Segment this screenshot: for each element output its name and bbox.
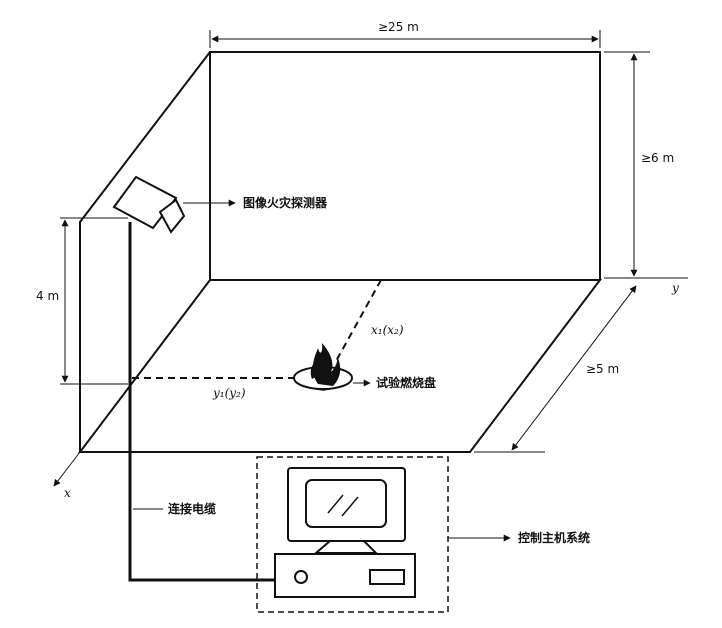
axis-x-label: x bbox=[64, 486, 71, 500]
room-structure bbox=[77, 51, 603, 453]
cable-label: 连接电缆 bbox=[168, 501, 216, 516]
pos-x-label: x₁(x₂) bbox=[371, 323, 404, 337]
position-line-x bbox=[334, 279, 382, 364]
control-system-box bbox=[256, 456, 449, 613]
floor bbox=[77, 279, 603, 453]
axis-y-label: y bbox=[671, 281, 679, 295]
width-dimension bbox=[209, 30, 601, 48]
control-label: 控制主机系统 bbox=[518, 530, 590, 545]
pos-y-label: y₁(y₂) bbox=[212, 386, 246, 400]
height-dimension bbox=[604, 51, 688, 279]
detector-label: 图像火灾探测器 bbox=[243, 195, 328, 210]
axis-x-arrow bbox=[53, 451, 81, 487]
side-wall bbox=[79, 51, 211, 452]
back-wall bbox=[209, 51, 601, 280]
width-label: ≥25 m bbox=[378, 20, 419, 34]
monitor-icon bbox=[287, 467, 406, 554]
flame-icon bbox=[310, 343, 341, 386]
height-label: ≥6 m bbox=[641, 151, 674, 165]
depth-label: ≥5 m bbox=[586, 362, 619, 376]
tray-label: 试验燃烧盘 bbox=[376, 375, 436, 390]
computer-case-icon bbox=[274, 553, 416, 598]
mount-height-dimension bbox=[60, 217, 128, 385]
connection-cable bbox=[128, 222, 275, 582]
depth-dimension bbox=[474, 285, 637, 453]
camera-icon bbox=[112, 175, 186, 234]
mount-height-label: 4 m bbox=[36, 289, 59, 303]
